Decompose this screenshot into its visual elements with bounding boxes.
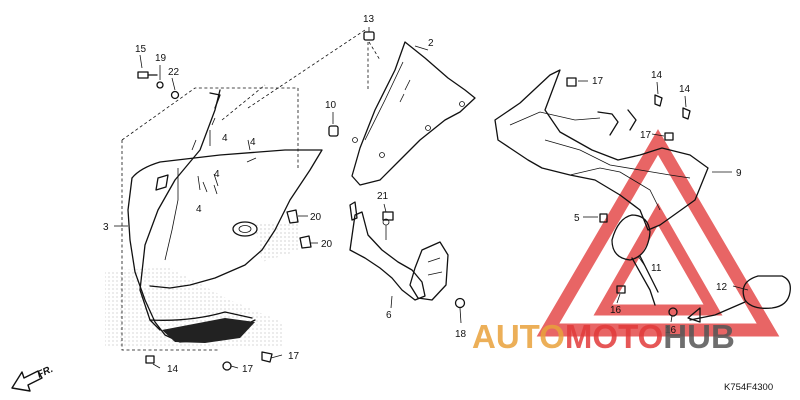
part-label-17: 17 (288, 351, 300, 362)
watermark-word-1: AUTO (472, 318, 565, 355)
front-direction-arrow: FR. (11, 364, 55, 392)
right-mirror (687, 275, 791, 323)
assembly-outline-left (121, 29, 366, 351)
part-label-10: 10 (325, 100, 337, 111)
bracket-assembly (349, 201, 449, 301)
part-label-6: 6 (386, 310, 392, 321)
part-label-18: 18 (455, 329, 467, 340)
part-label-17: 17 (242, 364, 254, 375)
part-label-4: 4 (196, 204, 202, 215)
part-label-2: 2 (428, 38, 434, 49)
front-direction-label: FR. (36, 364, 55, 381)
diagram-code: K754F4300 (724, 382, 773, 393)
part-label-16: 16 (610, 305, 622, 316)
part-label-4: 4 (214, 169, 220, 180)
part-label-9: 9 (736, 168, 742, 179)
part-label-15: 15 (135, 44, 147, 55)
part-label-17: 17 (640, 130, 652, 141)
part-label-14: 14 (167, 364, 179, 375)
part-label-22: 22 (168, 67, 180, 78)
part-label-19: 19 (155, 53, 167, 64)
part-label-14: 14 (679, 84, 691, 95)
left-mirror (611, 214, 659, 306)
part-labels: 13 2 15 19 22 10 17 14 14 17 4 4 4 4 9 3… (103, 14, 742, 375)
part-label-17: 17 (592, 76, 604, 87)
upper-cowl (105, 89, 323, 348)
callout-leaders (114, 27, 749, 369)
part-label-11: 11 (651, 263, 662, 274)
part-label-13: 13 (363, 14, 375, 25)
watermark-word-3: HUB (663, 318, 735, 355)
part-label-21: 21 (377, 191, 389, 202)
part-label-4: 4 (250, 137, 256, 148)
watermark-text: AUTOMOTOHUB (472, 318, 735, 355)
watermark-triangle (536, 129, 780, 337)
part-label-20: 20 (321, 239, 333, 250)
windscreen (351, 41, 476, 186)
part-label-14: 14 (651, 70, 663, 81)
part-label-12: 12 (716, 282, 728, 293)
part-label-3: 3 (103, 222, 109, 233)
part-label-20: 20 (310, 212, 322, 223)
svg-text:AUTOMOTOHUB: AUTOMOTOHUB (472, 318, 735, 355)
part-label-16: 16 (665, 325, 677, 336)
cowl-stay (494, 69, 709, 231)
part-label-5: 5 (574, 213, 580, 224)
watermark-word-2: MOTO (565, 318, 663, 355)
part-label-4: 4 (222, 133, 228, 144)
